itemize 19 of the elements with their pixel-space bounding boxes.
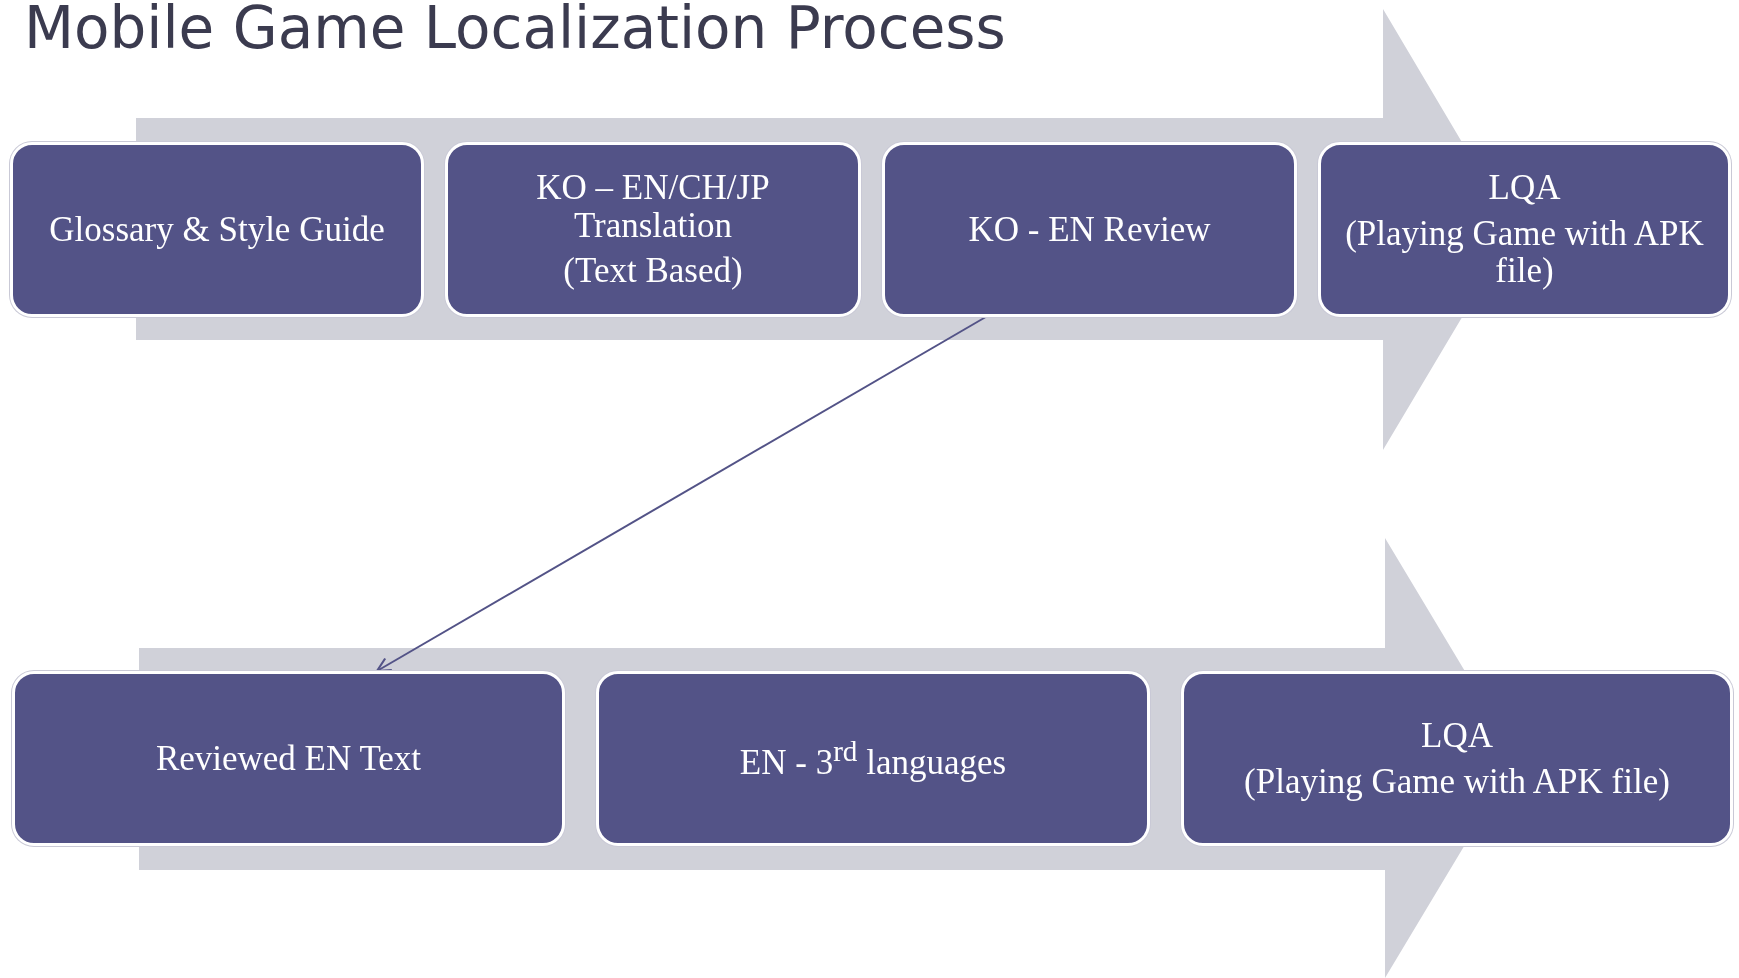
step-note: (Playing Game with APK file) [1244,762,1670,801]
step-label: EN - 3$^{rd}$ languages [739,735,1007,782]
process-box [1318,142,1731,317]
step-label: KO - EN Review [968,210,1211,249]
process-box [10,142,424,317]
step-label: Reviewed EN Text [155,739,422,778]
process-box [445,142,861,317]
step-label: LQA [1488,168,1561,207]
process-box [12,671,565,846]
step-note: (Playing Game with APK file) [1344,214,1705,291]
step-label: Glossary & Style Guide [49,210,385,249]
process-box [1181,671,1733,846]
process-box [882,142,1297,317]
step-label: KO – EN/CH/JP Translation [535,168,771,245]
step-label: LQA [1421,716,1493,755]
process-box [596,671,1150,846]
step-note: (Text Based) [563,252,743,291]
title: Mobile Game Localization Process [24,0,1006,62]
arrow [375,316,987,673]
